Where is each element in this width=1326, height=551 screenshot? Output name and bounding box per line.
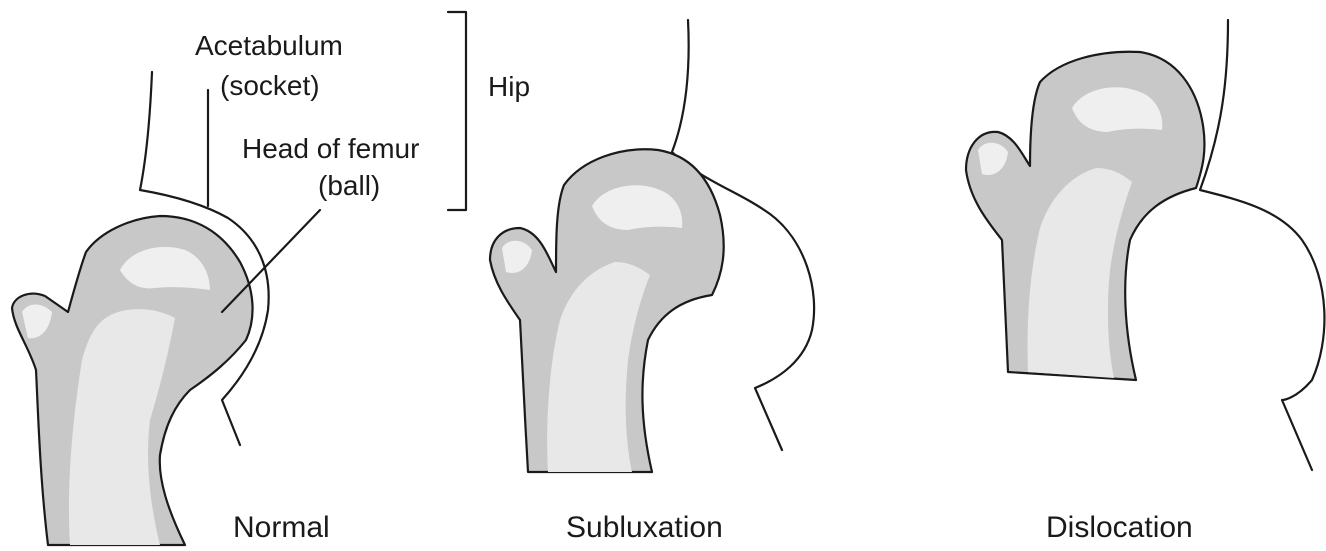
normal-panel: Acetabulum (socket) Head of femur (ball)… [12, 12, 530, 545]
normal-caption: Normal [233, 511, 330, 544]
head-of-femur-label: Head of femur [242, 133, 419, 164]
socket-label: (socket) [220, 70, 320, 101]
hip-bracket [448, 12, 466, 210]
ball-label: (ball) [318, 170, 380, 201]
dislocation-pelvis-outline [1200, 20, 1324, 470]
hip-label: Hip [488, 71, 530, 102]
subluxation-caption: Subluxation [566, 511, 723, 544]
subluxation-panel: Subluxation [490, 20, 814, 544]
dislocation-caption: Dislocation [1046, 511, 1193, 544]
acetabulum-label: Acetabulum [195, 30, 343, 61]
dislocation-panel: Dislocation [966, 20, 1324, 544]
